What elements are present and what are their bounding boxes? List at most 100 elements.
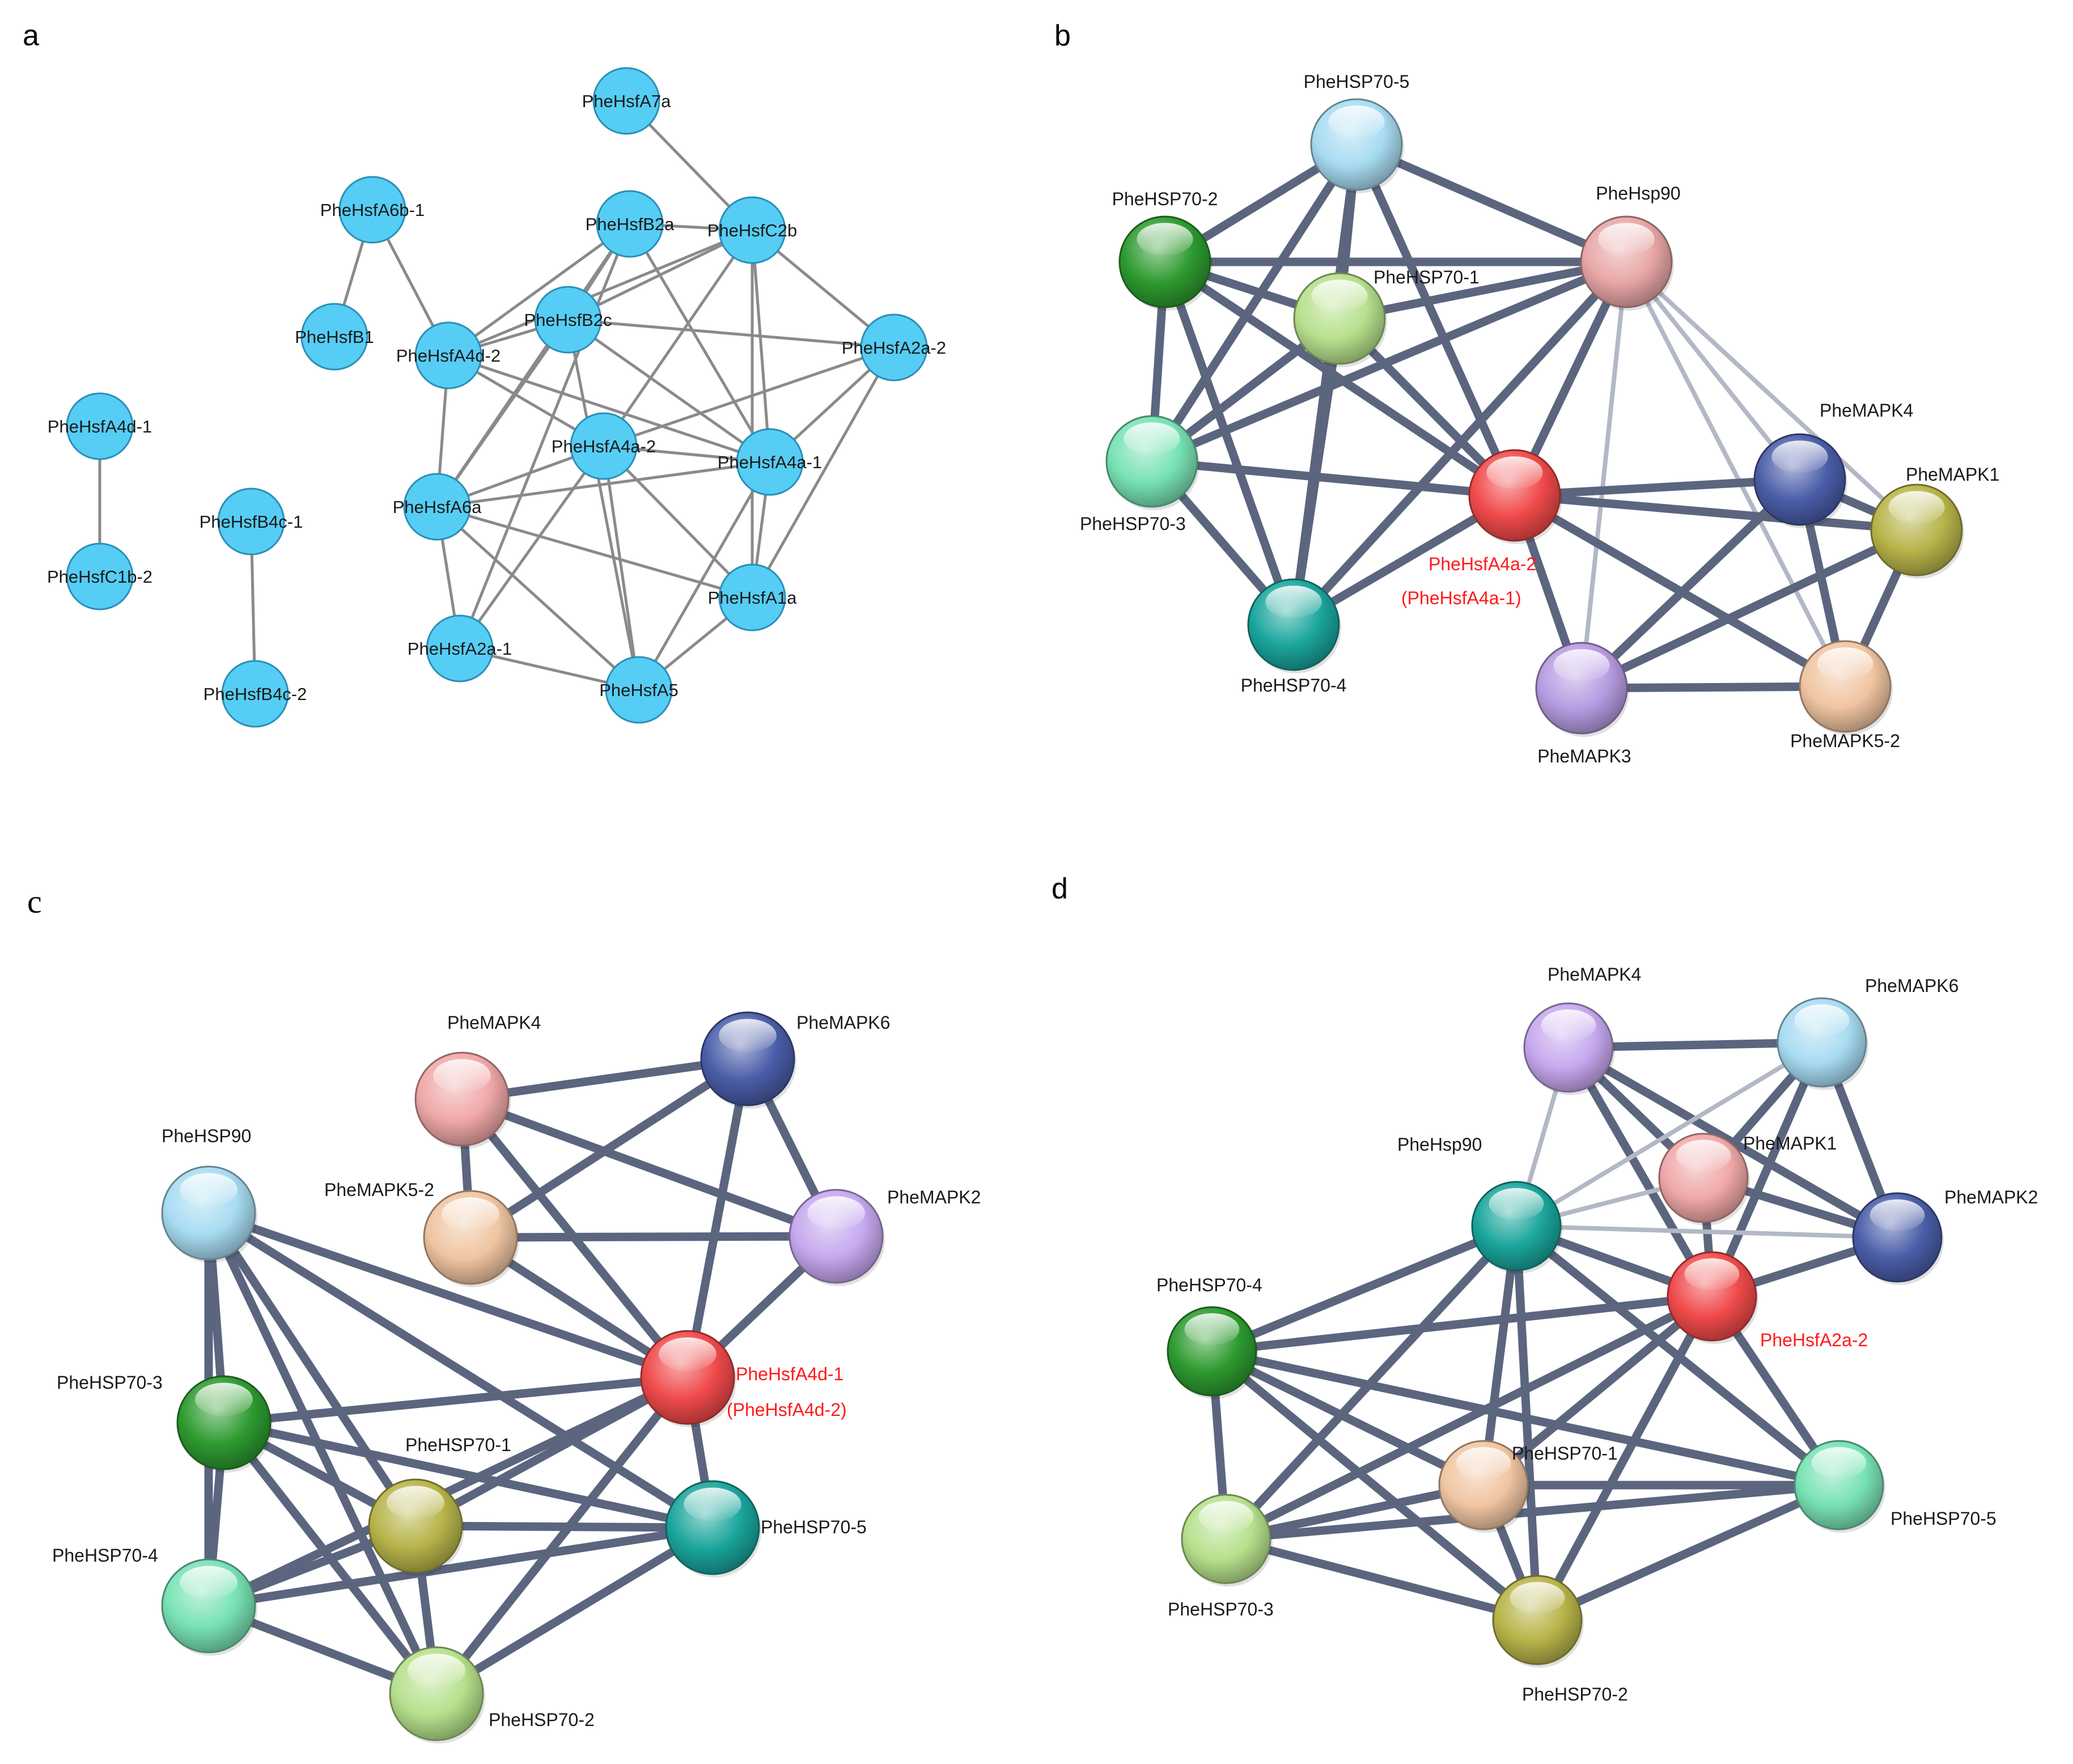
node-d-M4[interactable]: PheMAPK4 xyxy=(1523,964,1641,1095)
node-highlight xyxy=(195,1383,253,1417)
node-c-H4[interactable]: PheHSP70-4 xyxy=(52,1545,257,1656)
edge-H4-H5 xyxy=(1207,1347,1843,1490)
node-b-H90[interactable]: PheHsp90 xyxy=(1580,183,1681,311)
node-circle xyxy=(66,392,134,460)
node-a-A2a1[interactable]: PheHsfA2a-1 xyxy=(408,614,512,682)
node-a-B2a[interactable]: PheHsfB2a xyxy=(586,190,675,258)
node-a-C2b[interactable]: PheHsfC2b xyxy=(707,196,798,264)
node-b-H5[interactable]: PheHSP70-5 xyxy=(1304,71,1410,193)
edge-A4d2-C2b xyxy=(448,228,753,357)
node-b-M4[interactable]: PheMAPK4 xyxy=(1753,400,1913,528)
node-highlight xyxy=(1771,440,1828,473)
edge-H90-H4 xyxy=(1207,1222,1521,1356)
node-circle xyxy=(860,313,928,381)
node-highlight xyxy=(180,1173,238,1207)
node-c-H1[interactable]: PheHSP70-1 xyxy=(368,1435,511,1576)
node-a-A7a[interactable]: PheHsfA7a xyxy=(582,67,672,135)
node-highlight xyxy=(180,1566,238,1600)
node-highlight xyxy=(1124,422,1180,455)
edge-H5-H2 xyxy=(1533,1481,1843,1625)
node-a-A4a2[interactable]: PheHsfA4a-2 xyxy=(552,412,656,480)
edge-C2b-B2c xyxy=(567,228,753,321)
node-a-A6b1[interactable]: PheHsfA6b-1 xyxy=(320,176,425,244)
edge-B2c-A5 xyxy=(566,319,641,690)
node-a-A4d1[interactable]: PheHsfA4d-1 xyxy=(48,392,152,460)
node-c-M52[interactable]: PheMAPK5-2 xyxy=(324,1180,519,1287)
node-b-HSF[interactable]: PheHsfA4a-2(PheHsfA4a-1) xyxy=(1401,449,1562,608)
edge-H4-H1 xyxy=(1207,1347,1488,1490)
node-d-H5[interactable]: PheHSP70-5 xyxy=(1794,1440,1996,1533)
node-b-H2[interactable]: PheHSP70-2 xyxy=(1112,189,1218,311)
node-a-A1a[interactable]: PheHsfA1a xyxy=(708,563,798,631)
node-label: PheHsfC2b xyxy=(707,220,798,240)
node-a-A2a2[interactable]: PheHsfA2a-2 xyxy=(842,313,946,381)
node-highlight xyxy=(807,1196,865,1230)
edge-H5-H3 xyxy=(1222,1481,1843,1544)
node-highlight xyxy=(719,1019,777,1053)
edge-B2a-A4a1 xyxy=(628,223,771,463)
node-d-M2[interactable]: PheMAPK2 xyxy=(1852,1187,2038,1285)
node-label: PheHSP70-3 xyxy=(1080,514,1186,534)
node-d-HSF[interactable]: PheHsfA2a-2 xyxy=(1667,1251,1868,1350)
edge-M4-HSF xyxy=(1564,1043,1716,1301)
node-c-M6[interactable]: PheMAPK6 xyxy=(700,1011,890,1109)
node-c-H5[interactable]: PheHSP70-5 xyxy=(665,1480,867,1578)
node-d-M6[interactable]: PheMAPK6 xyxy=(1777,976,1958,1090)
node-a-A4d2[interactable]: PheHsfA4d-2 xyxy=(396,321,501,389)
node-b-H4[interactable]: PheHSP70-4 xyxy=(1241,578,1347,696)
node-label: PheHsfA5 xyxy=(599,680,679,700)
node-a-A4a1[interactable]: PheHsfA4a-1 xyxy=(718,428,822,496)
node-label: (PheHsfA4a-1) xyxy=(1401,588,1521,608)
node-a-B1[interactable]: PheHsfB1 xyxy=(295,303,374,371)
edge-M4-M6 xyxy=(457,1054,752,1104)
node-circle xyxy=(736,428,804,496)
node-c-HSF[interactable]: PheHsfA4d-1(PheHsfA4d-2) xyxy=(640,1330,847,1427)
node-b-M1[interactable]: PheMAPK1 xyxy=(1870,464,1999,579)
node-a-A5[interactable]: PheHsfA5 xyxy=(599,656,679,724)
node-d-H1[interactable]: PheHSP70-1 xyxy=(1438,1440,1618,1533)
node-a-B2c[interactable]: PheHsfB2c xyxy=(524,286,612,354)
edge-H5-H90 xyxy=(1352,140,1631,266)
node-c-H90[interactable]: PheHSP90 xyxy=(161,1126,257,1263)
node-a-B4c2[interactable]: PheHsfB4c-2 xyxy=(204,660,307,728)
edge-H90-H5 xyxy=(204,1208,717,1532)
node-label: PheHsfB1 xyxy=(295,327,374,347)
node-circle xyxy=(217,487,285,556)
edge-B2c-A6a xyxy=(435,319,570,508)
node-b-M3[interactable]: PheMAPK3 xyxy=(1535,642,1631,766)
node-c-M4[interactable]: PheMAPK4 xyxy=(414,1012,541,1149)
edge-C2b-A4a2 xyxy=(602,229,754,447)
edge-M1-M3 xyxy=(1577,525,1921,693)
node-d-H90[interactable]: PheHsp90 xyxy=(1397,1134,1563,1274)
edge-H1-H4 xyxy=(1289,314,1344,629)
edge-H5-H4 xyxy=(204,1523,717,1610)
node-label: PheHsfA4d-1 xyxy=(48,417,152,436)
edge-H3-H5 xyxy=(219,1418,717,1532)
node-label: PheHsfA4d-2 xyxy=(396,346,501,366)
node-highlight xyxy=(1817,647,1873,680)
edge-C2b-A4a1 xyxy=(751,230,771,463)
node-b-H1[interactable]: PheHSP70-1 xyxy=(1293,267,1479,367)
node-c-H3[interactable]: PheHSP70-3 xyxy=(57,1372,273,1473)
node-label: PheMAPK4 xyxy=(1820,400,1913,421)
node-label: PheMAPK1 xyxy=(1906,464,1999,485)
node-d-H2[interactable]: PheHSP70-2 xyxy=(1492,1575,1628,1704)
node-a-C1b2[interactable]: PheHsfC1b-2 xyxy=(47,542,152,610)
node-label: PheHsfA2a-2 xyxy=(842,338,946,358)
edge-A4d2-A4a1 xyxy=(448,354,770,464)
edge-HSF-H3 xyxy=(219,1373,692,1427)
node-b-H3[interactable]: PheHSP70-3 xyxy=(1080,415,1199,534)
node-d-M1[interactable]: PheMAPK1 xyxy=(1658,1133,1837,1226)
node-label: PheHsfA2a-2 xyxy=(1760,1330,1868,1350)
node-a-A6a[interactable]: PheHsfA6a xyxy=(393,473,482,541)
node-b-M52[interactable]: PheMAPK5-2 xyxy=(1790,640,1900,751)
node-d-H4[interactable]: PheHSP70-4 xyxy=(1156,1275,1262,1399)
node-label: PheHSP70-1 xyxy=(1512,1443,1618,1464)
node-c-H2[interactable]: PheHSP70-2 xyxy=(389,1646,595,1744)
panel-b-letter: b xyxy=(1054,19,1071,52)
node-c-M2[interactable]: PheMAPK2 xyxy=(788,1187,981,1286)
node-label: PheMAPK4 xyxy=(1548,964,1641,985)
node-d-H3[interactable]: PheHSP70-3 xyxy=(1168,1494,1274,1619)
node-a-B4c1[interactable]: PheHsfB4c-1 xyxy=(200,487,303,556)
